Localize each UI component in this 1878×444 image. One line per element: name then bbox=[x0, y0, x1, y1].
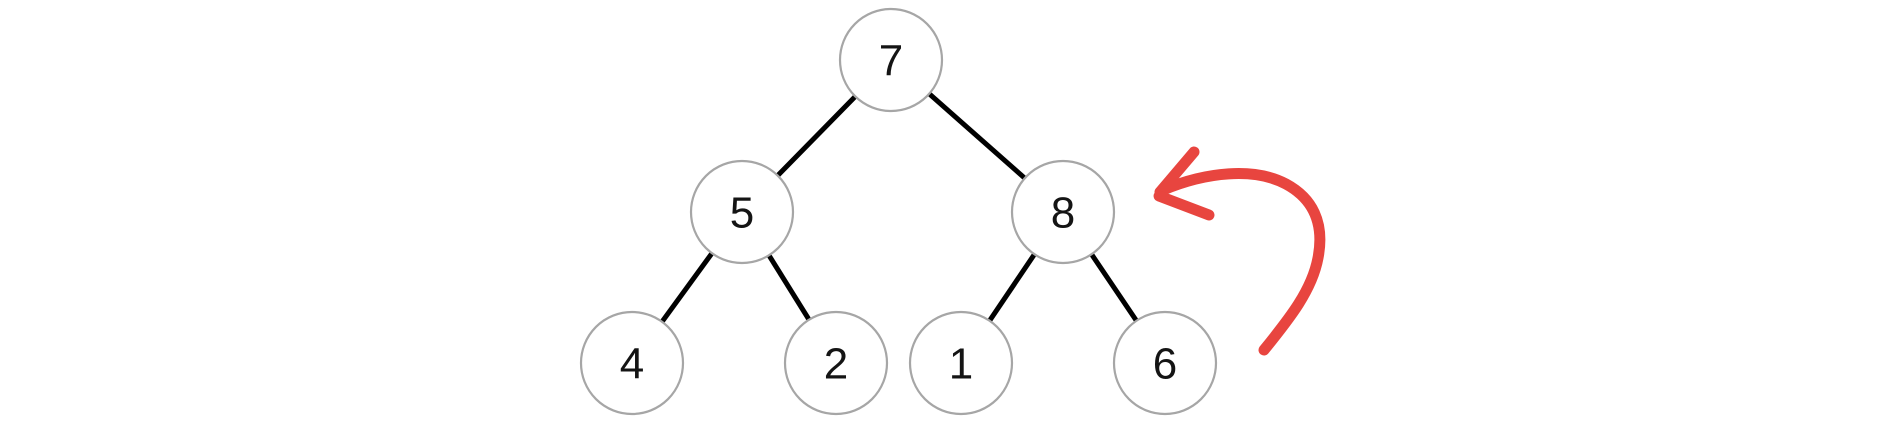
tree-nodes: 7 5 8 4 2 1 bbox=[579, 7, 1218, 416]
tree-node-8[interactable]: 8 bbox=[1010, 159, 1116, 265]
node-circle[interactable] bbox=[1010, 159, 1116, 265]
node-label: 5 bbox=[730, 189, 754, 238]
tree-node-5[interactable]: 5 bbox=[689, 159, 795, 265]
tree-node-6[interactable]: 6 bbox=[1112, 310, 1218, 416]
node-label: 4 bbox=[620, 340, 644, 389]
node-circle[interactable] bbox=[579, 310, 685, 416]
node-label: 2 bbox=[824, 340, 848, 389]
node-label: 6 bbox=[1153, 340, 1177, 389]
tree-node-4[interactable]: 4 bbox=[579, 310, 685, 416]
node-circle[interactable] bbox=[1112, 310, 1218, 416]
node-circle[interactable] bbox=[783, 310, 889, 416]
node-circle[interactable] bbox=[908, 310, 1014, 416]
arrowhead-lower-barb bbox=[1153, 190, 1215, 221]
node-label: 8 bbox=[1051, 189, 1075, 238]
node-circle[interactable] bbox=[838, 7, 944, 113]
tree-node-root-7[interactable]: 7 bbox=[838, 7, 944, 113]
arrowhead-upper-barb bbox=[1154, 146, 1200, 198]
arrow-body-path bbox=[1157, 168, 1326, 356]
red-curved-arrow-annotation bbox=[1153, 146, 1326, 356]
tree-node-2[interactable]: 2 bbox=[783, 310, 889, 416]
node-label: 7 bbox=[879, 37, 903, 86]
node-label: 1 bbox=[949, 340, 973, 389]
tree-node-1[interactable]: 1 bbox=[908, 310, 1014, 416]
node-circle[interactable] bbox=[689, 159, 795, 265]
